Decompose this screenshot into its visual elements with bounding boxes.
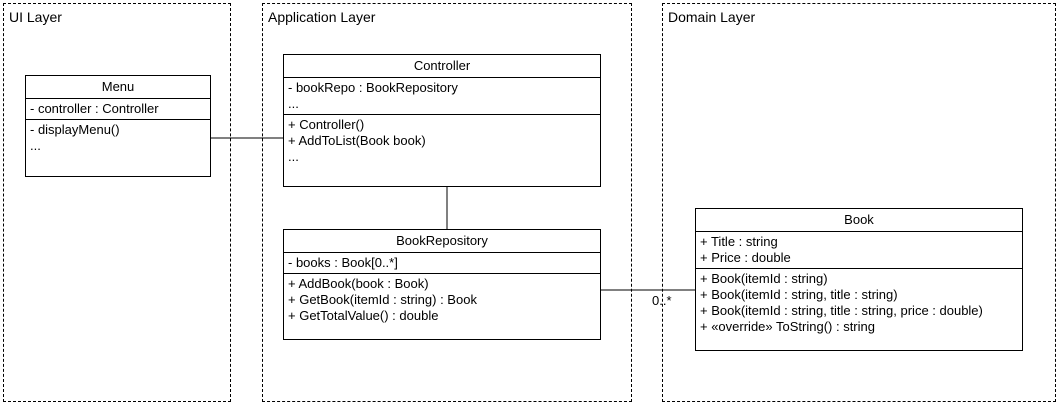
menu-operations: - displayMenu() ... [26,120,210,156]
application-layer: Application Layer [262,3,632,402]
controller-operation: ... [288,149,299,164]
book-class-name: Book [696,209,1022,232]
controller-operation: + AddToList(Book book) [288,133,426,148]
book-repository-operation: + GetBook(itemId : string) : Book [288,292,477,307]
menu-operation: ... [30,138,41,153]
application-layer-title: Application Layer [268,9,376,25]
book-operation: + Book(itemId : string, title : string) [700,287,898,302]
book-repository-class[interactable]: BookRepository - books : Book[0..*] + Ad… [283,229,601,340]
ui-layer-title: UI Layer [9,9,62,25]
book-repository-attributes: - books : Book[0..*] [284,253,600,274]
controller-attributes: - bookRepo : BookRepository ... [284,78,600,115]
book-attribute: + Title : string [700,234,778,249]
controller-operations: + Controller() + AddToList(Book book) ..… [284,115,600,167]
controller-class-name: Controller [284,55,600,78]
book-repository-operation: + AddBook(book : Book) [288,276,429,291]
menu-operation: - displayMenu() [30,122,120,137]
book-attribute: + Price : double [700,250,791,265]
menu-attribute: - controller : Controller [30,101,159,116]
book-class[interactable]: Book + Title : string + Price : double +… [695,208,1023,351]
book-repository-operation: + GetTotalValue() : double [288,308,439,323]
controller-class[interactable]: Controller - bookRepo : BookRepository .… [283,54,601,187]
domain-layer: Domain Layer [662,3,1056,402]
book-repository-attribute: - books : Book[0..*] [288,255,398,270]
book-operation: + «override» ToString() : string [700,319,875,334]
menu-class-name: Menu [26,76,210,99]
book-operations: + Book(itemId : string) + Book(itemId : … [696,269,1022,337]
book-repository-class-name: BookRepository [284,230,600,253]
book-operation: + Book(itemId : string) [700,271,828,286]
book-operation: + Book(itemId : string, title : string, … [700,303,983,318]
multiplicity-label: 0..* [652,293,672,308]
menu-attributes: - controller : Controller [26,99,210,120]
menu-class[interactable]: Menu - controller : Controller - display… [25,75,211,177]
controller-operation: + Controller() [288,117,365,132]
controller-attribute: - bookRepo : BookRepository [288,80,458,95]
book-attributes: + Title : string + Price : double [696,232,1022,269]
ui-layer: UI Layer [3,3,231,402]
domain-layer-title: Domain Layer [668,9,756,25]
book-repository-operations: + AddBook(book : Book) + GetBook(itemId … [284,274,600,326]
controller-attribute: ... [288,96,299,111]
